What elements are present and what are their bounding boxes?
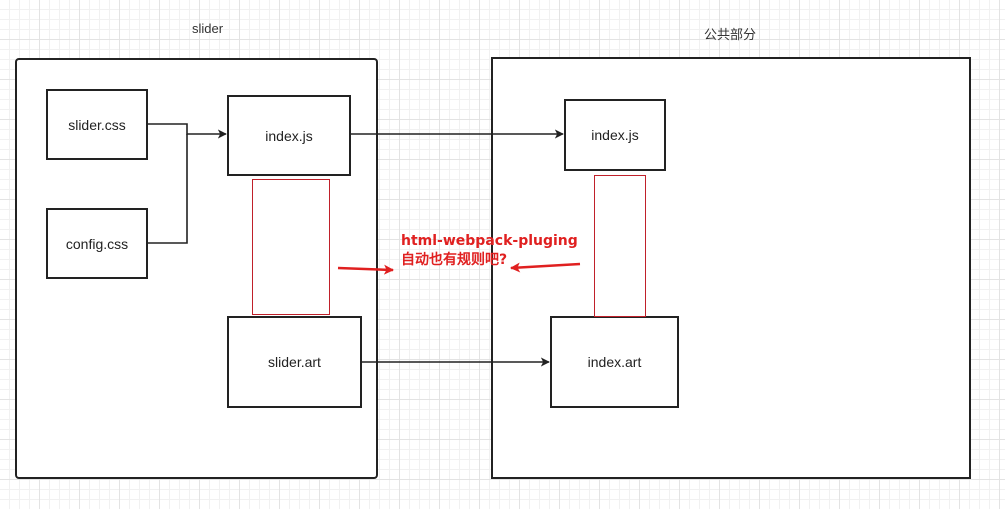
annotation-line-1: html-webpack-pluging bbox=[401, 233, 578, 249]
left-index-js-node[interactable]: index.js bbox=[227, 95, 351, 176]
slider-art-node[interactable]: slider.art bbox=[227, 316, 362, 408]
right-highlight-box bbox=[594, 175, 646, 317]
right-group-title: 公共部分 bbox=[704, 27, 757, 42]
left-highlight-box bbox=[252, 179, 330, 315]
config-css-label: config.css bbox=[65, 235, 129, 252]
config-css-node[interactable]: config.css bbox=[46, 208, 148, 279]
config-css-to-index-js-connector bbox=[148, 134, 188, 244]
left-index-js-label: index.js bbox=[265, 127, 313, 144]
annotation-note[interactable]: html-webpack-pluging 自动也有规则吧? bbox=[401, 232, 578, 270]
slider-css-node[interactable]: slider.css bbox=[46, 89, 148, 160]
annotation-line-2: 自动也有规则吧? bbox=[401, 252, 508, 268]
left-red-arrow bbox=[337, 264, 394, 275]
index-art-label: index.art bbox=[587, 354, 642, 370]
left-group-title: slider bbox=[192, 21, 224, 36]
right-index-js-label: index.js bbox=[591, 127, 639, 143]
right-red-arrow bbox=[510, 262, 581, 273]
slider-css-to-index-js-connector bbox=[148, 123, 227, 139]
right-index-js-node[interactable]: index.js bbox=[564, 99, 666, 171]
slider-art-label: slider.art bbox=[268, 354, 321, 370]
index-art-node[interactable]: index.art bbox=[550, 316, 679, 408]
slider-css-label: slider.css bbox=[68, 116, 126, 133]
